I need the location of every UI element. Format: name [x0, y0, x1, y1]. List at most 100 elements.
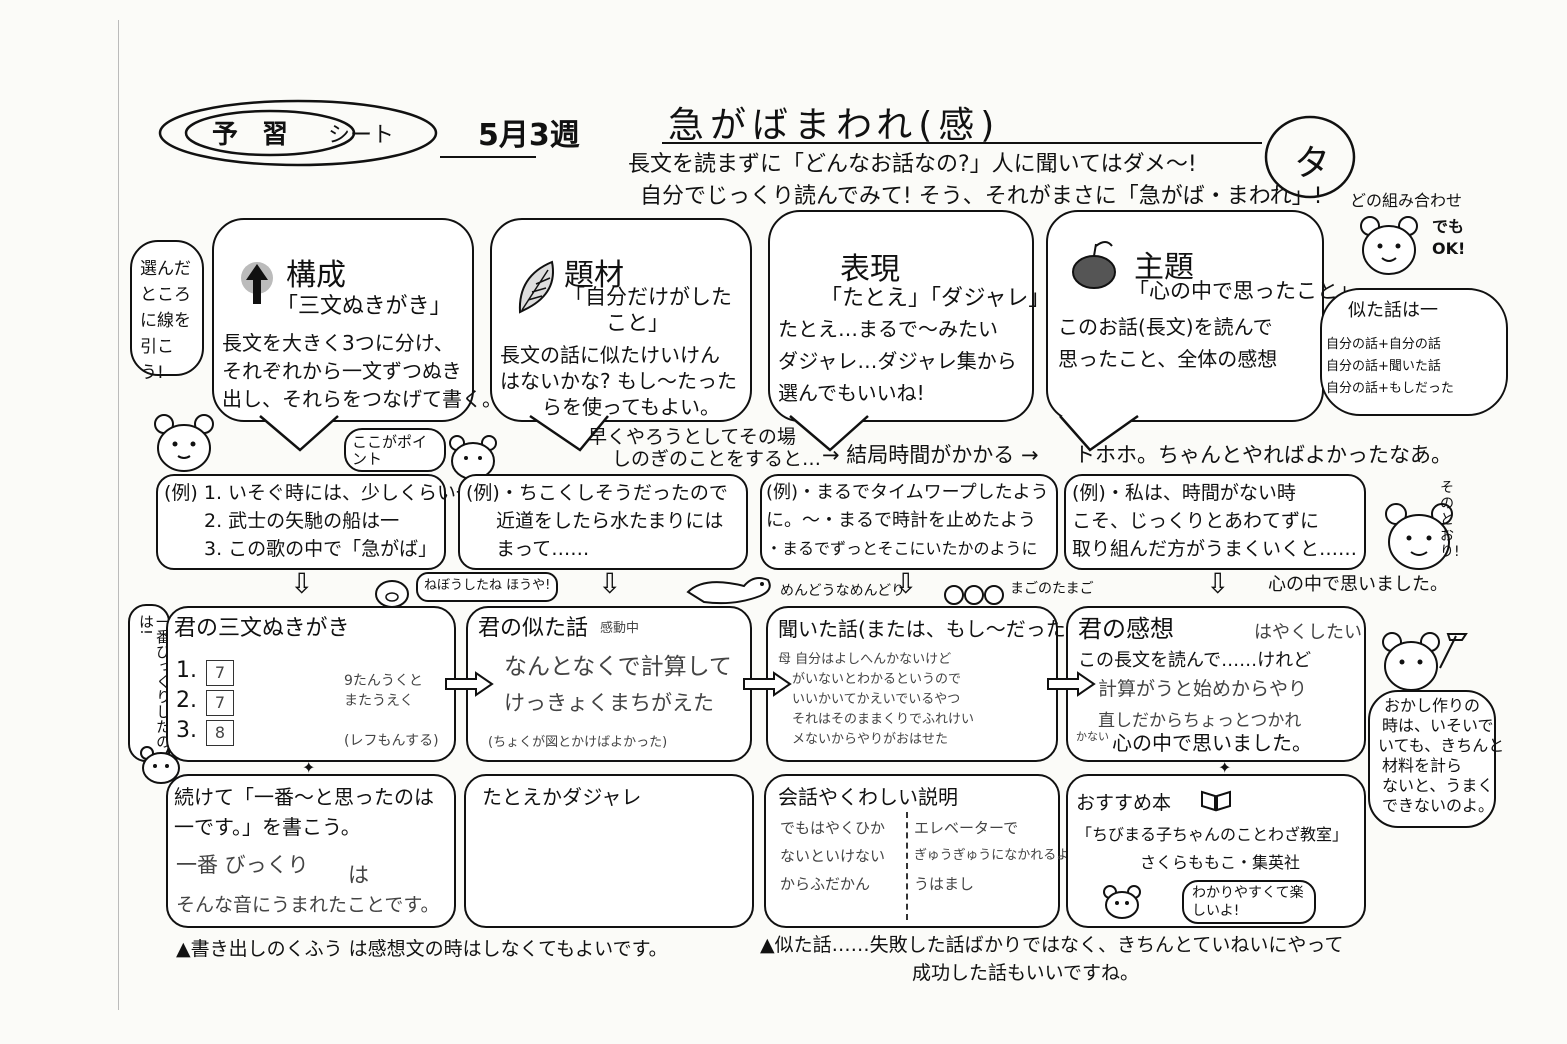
answer-pencil-line: なんとなくで計算して — [504, 654, 732, 680]
kokoro-note: 心の中で思いました。 — [1268, 574, 1448, 595]
bottom-box-opening[interactable]: 続けて「一番〜と思ったのは 一です。」を書こう。 一番 びっくり は そんな音に… — [166, 774, 456, 928]
pig-icon — [375, 580, 409, 608]
footer-note-1: ▲書き出しのくふう は感想文の時はしなくてもよいです。 — [176, 938, 668, 960]
example-line: 取り組んだ方がうまくいくと…… — [1072, 538, 1358, 560]
bottom-box-dialogue[interactable]: 会話やくわしい説明 でもはやくひか ないといけない からふだかん エレベーターで… — [764, 774, 1069, 928]
sparkle-icon: ✦ — [1218, 758, 1232, 777]
bear-illustration-small — [449, 435, 497, 480]
answer-box-title: 君の三文ぬきがき — [174, 616, 350, 641]
column-bubble-theme: 主題 「心の中で思ったこと」 このお話(長文)を読んで 思ったこと、全体の感想 — [1046, 210, 1359, 422]
example-line: (例)・ちこくしそうだったので — [466, 482, 728, 504]
right-note-line: 自分の話+聞いた話 — [1326, 359, 1441, 374]
arrow-right-icon — [1047, 671, 1096, 697]
top-right-note: どの組み合わせ — [1350, 191, 1463, 210]
column-line: それぞれから一文ずつぬき — [222, 359, 462, 383]
bottom-pencil-line: 一番 びっくり — [176, 853, 309, 877]
example-line: 近道をしたら水たまりには — [496, 510, 724, 532]
answer-pencil-small: かない — [1076, 730, 1109, 743]
nebou-bubble: ねぼうしたね ほうや! — [416, 572, 559, 602]
bottom-pencil-line: エレベーターで — [914, 819, 1019, 837]
hen-icon — [686, 577, 771, 605]
bottom-box-recommended-book[interactable]: おすすめ本 「ちびまる子ちゃんのことわざ教室」 さくらももこ・集英社 わかりやす… — [1066, 774, 1366, 928]
book-bubble-text: わかりやすくて楽しいよ! — [1192, 885, 1304, 919]
answer-pencil-small: 感動中 — [600, 621, 640, 636]
bubble-tail — [1059, 414, 1139, 452]
dashed-divider — [906, 812, 908, 920]
answer-box-impression[interactable]: 君の感想 はやくしたい この長文を読んで……けれど 計算がうと始めからやり 直し… — [1066, 606, 1366, 762]
footer-note-2b: 成功した話もいいですね。 — [912, 962, 1140, 984]
column-line: 選んでもいいね! — [778, 381, 925, 405]
arrow-right-icon — [743, 671, 792, 697]
answer-pencil-line: それはそのままくりでふれけい — [792, 712, 975, 727]
example-line: こそ、じっくりとあわてずに — [1072, 510, 1320, 532]
column-title-expression: 表現 — [840, 252, 900, 287]
answer-pencil-line: けっきょくまちがえた — [504, 691, 714, 715]
example-box-subject: (例)・ちこくしそうだったので 近道をしたら水たまりには まって…… — [458, 474, 748, 570]
bear-illustration-bottom — [1103, 885, 1141, 919]
right-note-bubble: 似た話は一 自分の話+自分の話 自分の話+聞いた話 自分の話+もしだった — [1320, 288, 1508, 416]
up-arrow-icon — [241, 262, 273, 304]
column-sub-expression: 「たとえ」「ダジャレ」 — [820, 286, 1051, 311]
bottom-book-line: 「ちびまる子ちゃんのことわざ教室」 — [1076, 825, 1349, 844]
top-right-bear-says: でもOK! — [1432, 217, 1466, 258]
right-note-line: 自分の話+自分の話 — [1326, 337, 1441, 352]
answer-pencil-note: はやくしたい — [1254, 622, 1362, 643]
bear-illustration-right — [1385, 503, 1453, 570]
right-side-line: おかし作りの — [1384, 696, 1481, 715]
column-sub-subject: こと」 — [606, 311, 669, 335]
bottom-pencil-line: そんな音にうまれたことです。 — [176, 894, 440, 916]
page-title: 急がばまわれ(感) — [668, 105, 1001, 146]
answer-box-heard-story[interactable]: 聞いた話(または、もし〜だったら) 母 自分はよしへんかないけど がいないとわか… — [766, 606, 1094, 762]
answer-box-summary[interactable]: 君の三文ぬきがき 1. 2. 3. 7 7 8 9たんうくと またうえく (レフ… — [166, 606, 456, 762]
corner-mark: タ — [1294, 143, 1331, 184]
bottom-box-line: 一です。」を書こう。 — [174, 815, 361, 839]
answer-value-box: 7 — [206, 660, 234, 686]
bear-illustration-left-small — [140, 746, 182, 784]
arrow-down-icon: ⇩ — [1206, 567, 1230, 600]
answer-pencil-line: 直しだからちょっとつかれ — [1098, 711, 1302, 731]
answer-pencil-line: (ちょくが図とかけばよかった) — [488, 735, 668, 750]
column-line: 長文の話に似たけいけん — [500, 343, 720, 367]
week-underline — [440, 156, 536, 158]
mendou-note: めんどうなめんどり — [780, 583, 906, 599]
example-line: ・まるでずっとそこにいたかのように — [766, 539, 1038, 558]
column-line: 思ったこと、全体の感想 — [1058, 347, 1278, 371]
flow-text-1b: しのぎのことをすると… — [612, 448, 822, 470]
answer-pencil-note: 9たんうくと — [344, 673, 423, 689]
answer-pencil-note: (レフもんする) — [344, 733, 439, 749]
bottom-pencil-line: ぎゅうぎゅうになかれるよ — [914, 848, 1070, 863]
column-sub-theme: 「心の中で思ったこと」 — [1128, 279, 1359, 303]
left-note-text: 選んだところに線を引こう! — [140, 259, 191, 383]
bottom-pencil-line: でもはやくひか — [780, 819, 886, 837]
left-vertical-bubble: 一番びっくりしたのは! — [128, 604, 172, 762]
answer-pencil-line: 母 自分はよしへんかないけど — [778, 652, 952, 667]
book-bubble: わかりやすくて楽しいよ! — [1182, 880, 1316, 924]
arrow-down-icon: ⇩ — [290, 567, 314, 600]
footer-note-2a: ▲似た話……失敗した話ばかりではなく、きちんとていねいにやって — [760, 934, 1344, 956]
flow-text-1a: 早くやろうとしてその場 — [588, 426, 796, 448]
example-box-theme: (例)・私は、時間がない時 こそ、じっくりとあわてずに 取り組んだ方がうまくいく… — [1064, 474, 1366, 570]
bottom-box-title: 会話やくわしい説明 — [778, 785, 958, 809]
sono-toori-note: そのとおり! — [1440, 480, 1460, 560]
bottom-book-line: さくらももこ・集英社 — [1140, 853, 1301, 872]
column-line: たとえ…まるで〜みたい — [778, 317, 998, 341]
column-title-structure: 構成 — [286, 258, 346, 293]
answer-box-title: 君の感想 — [1078, 615, 1174, 643]
right-side-line: できないのよ。 — [1382, 796, 1495, 815]
bottom-pencil-wa: は — [348, 863, 369, 887]
tamago-note: まごのたまご — [1010, 581, 1094, 597]
column-line: このお話(長文)を読んで — [1058, 315, 1273, 339]
left-note-bubble: 選んだところに線を引こう! — [130, 240, 204, 383]
title-underline — [662, 142, 1262, 144]
arrow-down-icon: ⇩ — [598, 567, 622, 600]
answer-box-similar-story[interactable]: 君の似た話 感動中 なんとなくで計算して けっきょくまちがえた (ちょくが図とか… — [466, 606, 752, 762]
apple-icon — [1072, 241, 1116, 289]
bear-illustration-left — [154, 414, 214, 472]
answer-pencil-line: いいかいてかえいでいるやつ — [792, 692, 961, 707]
bottom-box-metaphor[interactable]: たとえかダジャレ — [464, 774, 754, 928]
answer-num: 2. — [176, 688, 197, 713]
bottom-pencil-line: ないといけない — [780, 847, 886, 865]
flow-text-3: トホホ。ちゃんとやればよかったなあ。 — [1074, 443, 1452, 467]
right-side-line: 材料を計ら — [1382, 756, 1463, 775]
answer-pencil-line: がいないとわかるというので — [792, 672, 962, 687]
